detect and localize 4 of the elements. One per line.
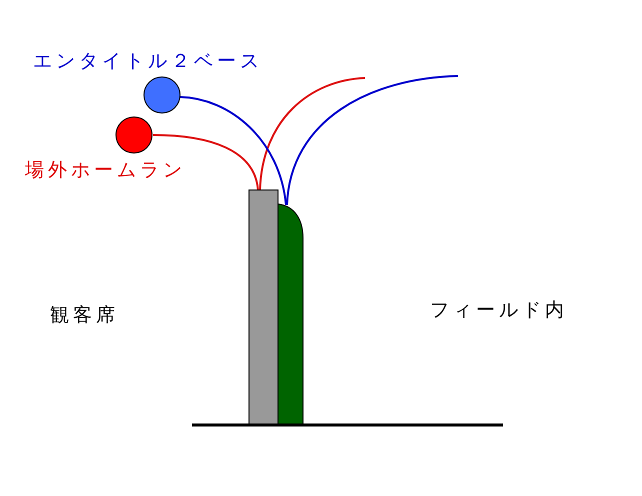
text-label: 場外ホームラン: [25, 159, 186, 181]
text-label: エンタイトル２ベース: [33, 50, 263, 72]
text-label: フィールド内: [430, 299, 568, 321]
text-label: 観客席: [50, 304, 119, 326]
